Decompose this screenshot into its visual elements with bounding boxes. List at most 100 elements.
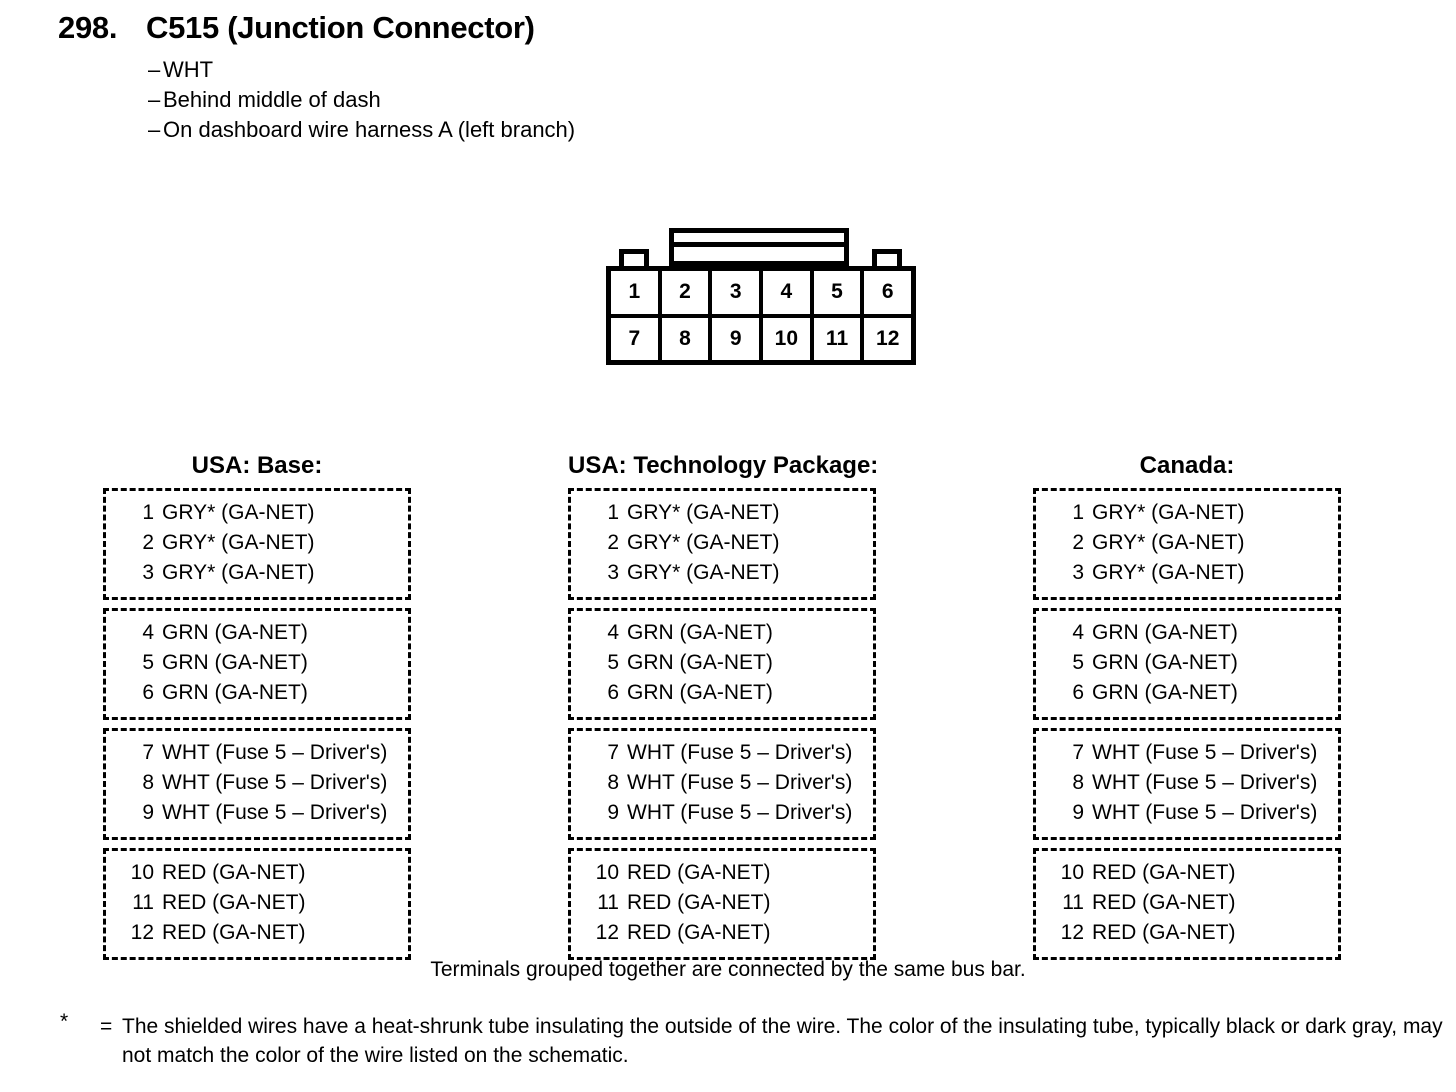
- detail-bullet: –WHT: [148, 55, 958, 85]
- detail-bullet-label: On dashboard wire harness A (left branch…: [163, 117, 576, 142]
- terminal-row: 1 GRY* (GA-NET): [106, 498, 408, 528]
- terminal-number: 5: [1072, 651, 1084, 674]
- connector-pin-cell-6: 6: [881, 280, 894, 304]
- terminal-number: 2: [142, 531, 154, 554]
- terminal-number: 3: [1072, 561, 1084, 584]
- connector-pin-cell-5: 5: [814, 271, 865, 314]
- terminal-wire-description: GRN (GA-NET): [627, 681, 773, 704]
- terminal-number: 12: [1060, 921, 1084, 944]
- terminal-number: 6: [142, 681, 154, 704]
- terminal-number: 1: [142, 501, 154, 524]
- terminal-wire-description: GRY* (GA-NET): [627, 561, 780, 584]
- terminal-row: 3 GRY* (GA-NET): [1036, 558, 1338, 588]
- terminal-wire-description: GRY* (GA-NET): [1092, 561, 1245, 584]
- variant-heading: USA: Technology Package:: [568, 452, 879, 479]
- connector-notch-right-icon: [872, 249, 902, 271]
- variant-heading: Canada:: [1139, 452, 1235, 479]
- terminal-number: 12: [130, 921, 154, 944]
- terminal-row: 5 GRN (GA-NET): [106, 648, 408, 678]
- terminal-number: 2: [1072, 531, 1084, 554]
- terminal-number: 3: [607, 561, 619, 584]
- terminal-wire-description: GRY* (GA-NET): [162, 501, 315, 524]
- connector-pin-cell-4: 4: [763, 271, 814, 314]
- header-block: 298. C515 (Junction Connector) –WHT –Behi…: [58, 10, 958, 145]
- terminal-wire-description: GRN (GA-NET): [162, 651, 308, 674]
- terminal-number: 11: [597, 891, 619, 914]
- terminal-number: 10: [1060, 861, 1084, 884]
- terminal-number: 10: [130, 861, 154, 884]
- terminal-wire-description: RED (GA-NET): [162, 891, 306, 914]
- terminal-wire-description: GRY* (GA-NET): [1092, 501, 1245, 524]
- terminal-wire-description: GRN (GA-NET): [162, 681, 308, 704]
- connector-pin-cell-1: 1: [611, 271, 662, 314]
- terminal-number: 9: [607, 801, 619, 824]
- page-title: 298. C515 (Junction Connector): [58, 10, 958, 46]
- terminal-row: 7 WHT (Fuse 5 – Driver's): [1036, 738, 1338, 768]
- terminal-row: 6 GRN (GA-NET): [106, 678, 408, 708]
- connector-pin-cell-12: 12: [876, 326, 900, 350]
- terminal-number: 8: [142, 771, 154, 794]
- connector-top-tab: [669, 228, 849, 266]
- terminal-number: 2: [607, 531, 619, 554]
- terminal-wire-description: WHT (Fuse 5 – Driver's): [162, 801, 388, 824]
- terminal-wire-description: GRN (GA-NET): [1092, 681, 1238, 704]
- terminal-number: 8: [607, 771, 619, 794]
- terminal-row: 2 GRY* (GA-NET): [1036, 528, 1338, 558]
- connector-pin-cell-8: 8: [662, 317, 713, 360]
- variant-heading: USA: Base:: [191, 452, 323, 479]
- terminal-row: 11 RED (GA-NET): [106, 888, 408, 918]
- detail-bullet-label: WHT: [163, 57, 214, 82]
- terminal-wire-description: GRN (GA-NET): [627, 621, 773, 644]
- terminal-wire-description: WHT (Fuse 5 – Driver's): [1092, 741, 1318, 764]
- connector-pin-cell-7: 7: [611, 317, 662, 360]
- bullet-dash-icon: –: [148, 117, 161, 142]
- terminal-number: 7: [1072, 741, 1084, 764]
- footnote-asterisk-marker: *: [60, 1010, 69, 1033]
- terminal-wire-description: GRY* (GA-NET): [1092, 531, 1245, 554]
- terminal-number: 11: [132, 891, 154, 914]
- terminal-number: 1: [607, 501, 619, 524]
- terminal-wire-description: GRN (GA-NET): [1092, 621, 1238, 644]
- terminal-number: 5: [607, 651, 619, 674]
- connector-pin-cell-9: 9: [712, 317, 764, 360]
- detail-bullet-label: Behind middle of dash: [163, 87, 381, 112]
- terminal-row: 3 GRY* (GA-NET): [571, 558, 873, 588]
- terminal-wire-description: GRY* (GA-NET): [627, 531, 780, 554]
- terminal-wire-description: RED (GA-NET): [1092, 921, 1236, 944]
- terminal-row: 12 RED (GA-NET): [1036, 918, 1338, 948]
- terminal-number: 10: [595, 861, 619, 884]
- terminal-wire-description: GRN (GA-NET): [627, 651, 773, 674]
- terminal-wire-description: WHT (Fuse 5 – Driver's): [1092, 801, 1318, 824]
- terminal-wire-description: GRY* (GA-NET): [162, 561, 315, 584]
- terminal-wire-description: WHT (Fuse 5 – Driver's): [162, 741, 388, 764]
- terminal-number: 5: [142, 651, 154, 674]
